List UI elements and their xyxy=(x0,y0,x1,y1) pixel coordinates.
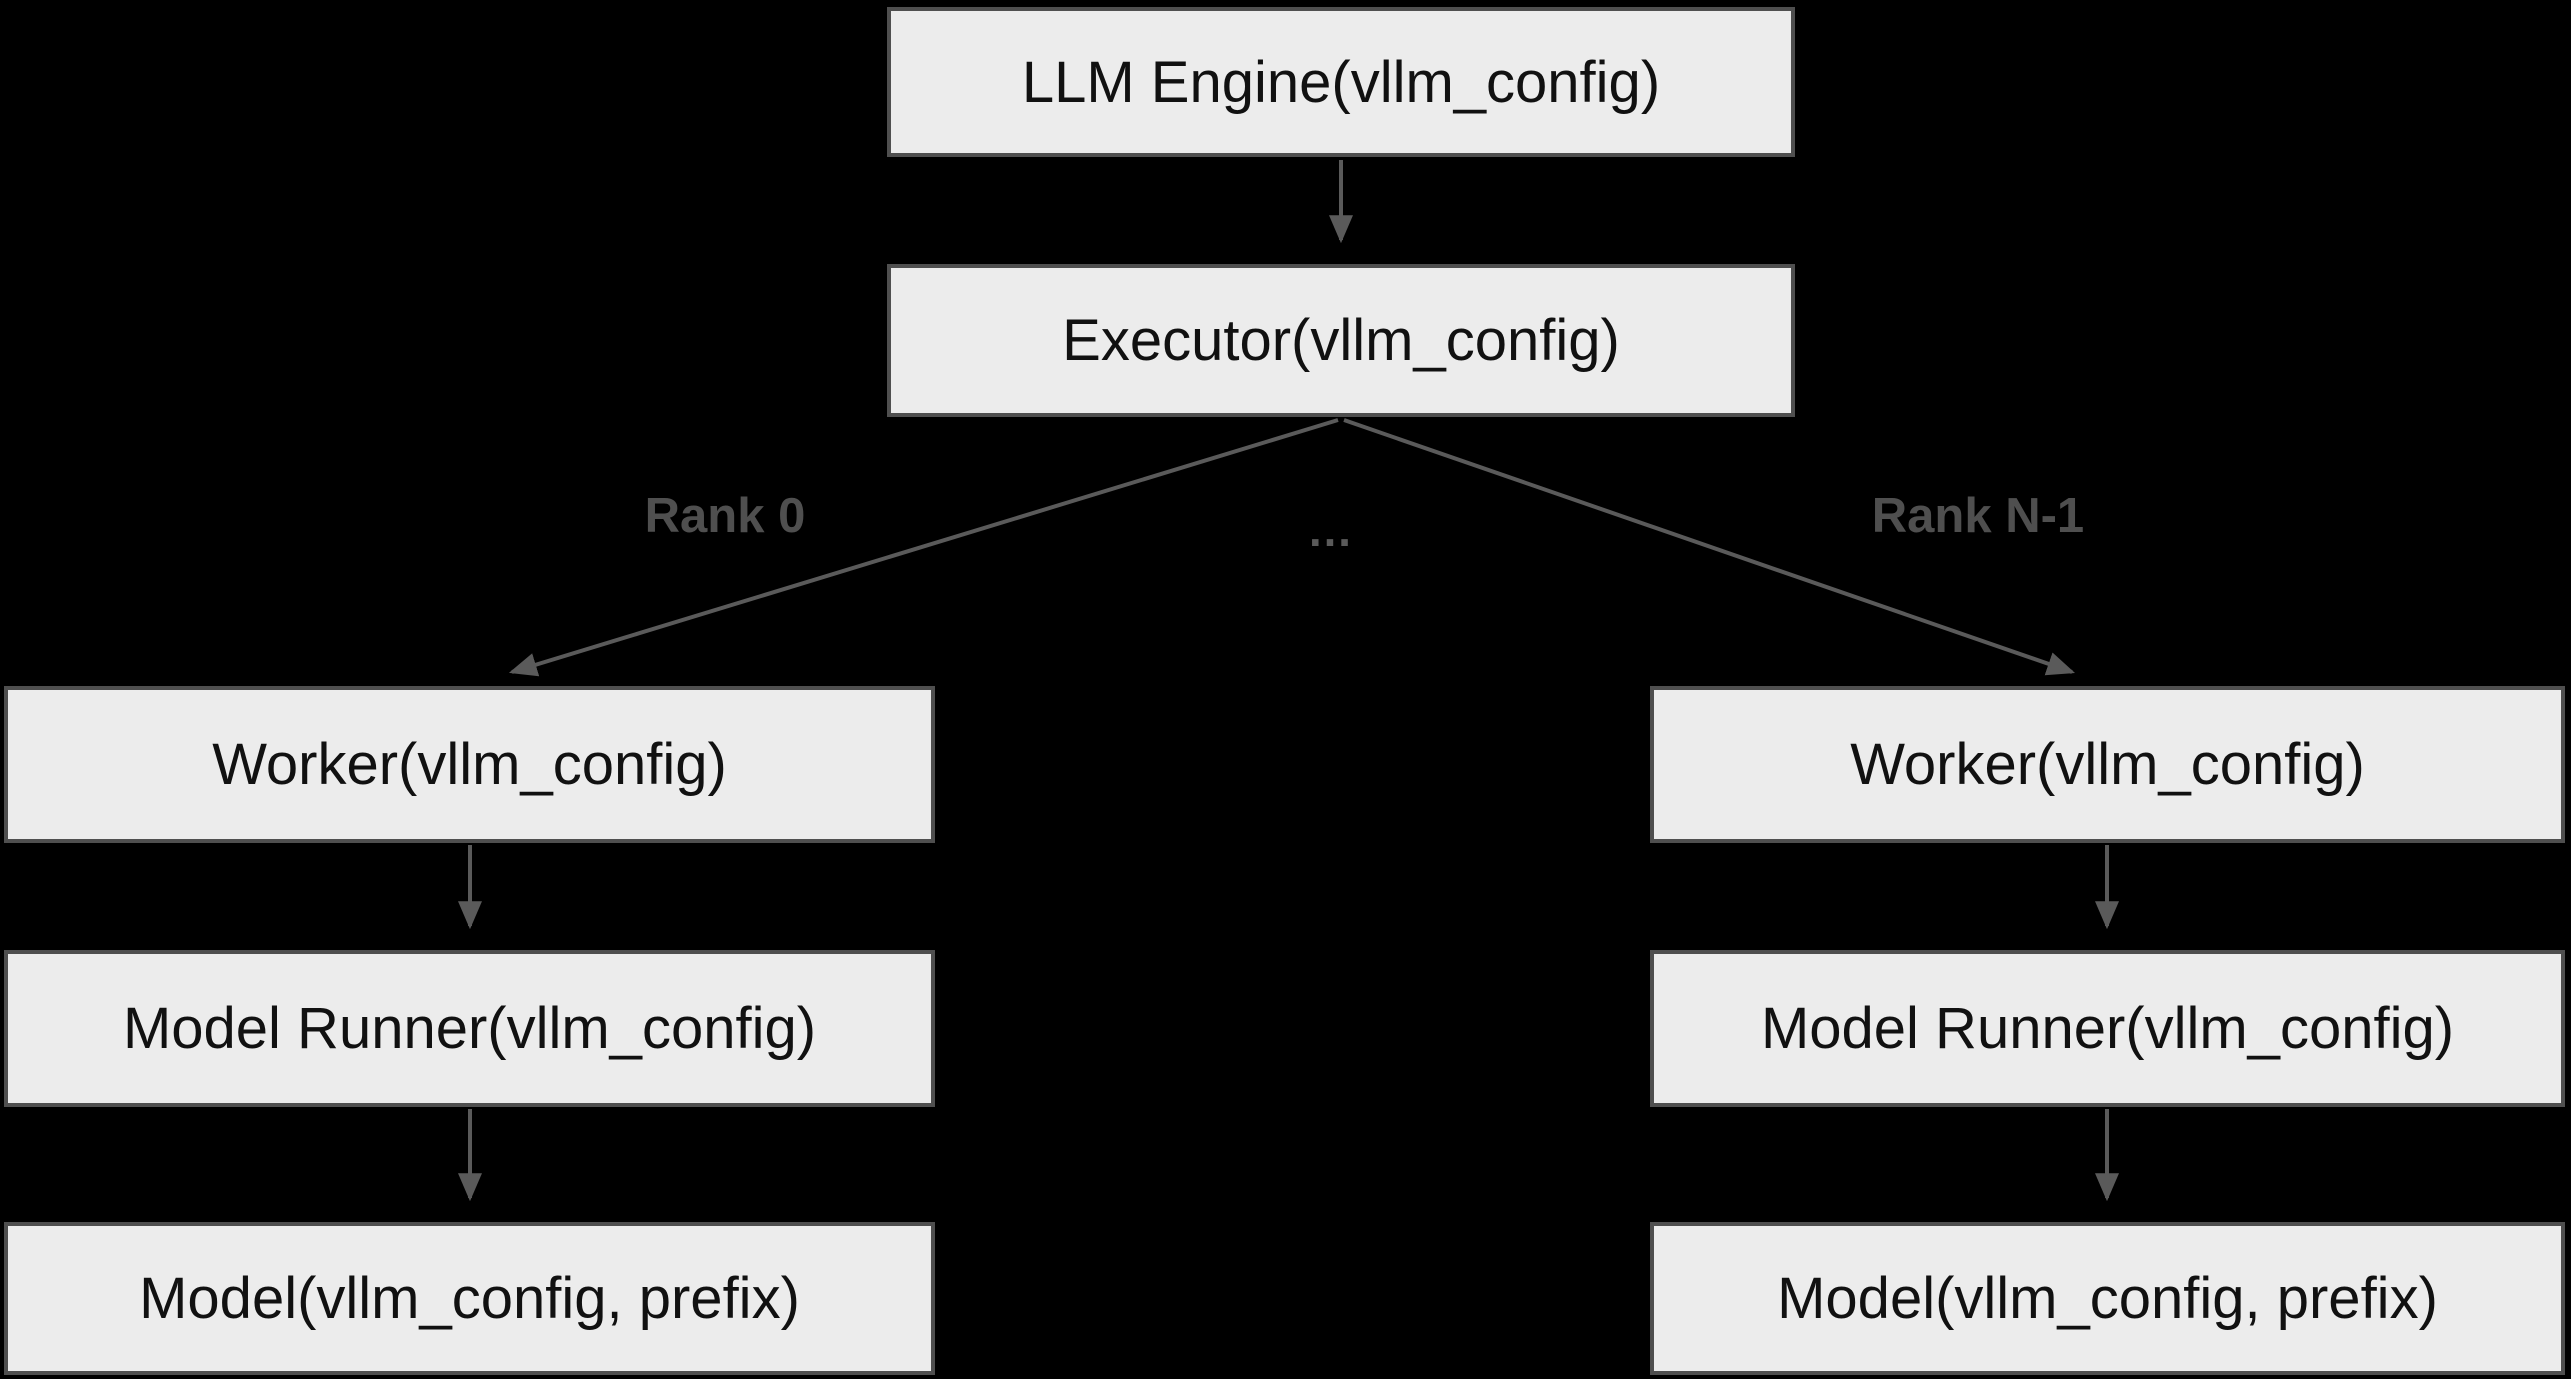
edge-label-rank-0: Rank 0 xyxy=(644,489,806,543)
node-model-runner-right: Model Runner(vllm_config) xyxy=(1650,950,2565,1107)
edge-label-ellipsis: … xyxy=(1307,504,1353,556)
node-worker-right: Worker(vllm_config) xyxy=(1650,686,2565,843)
edge-executor-to-worker-left-arrow xyxy=(508,418,1339,677)
node-executor: Executor(vllm_config) xyxy=(887,264,1795,417)
node-model-left: Model(vllm_config, prefix) xyxy=(4,1222,935,1375)
edge-executor-to-worker-right-arrow xyxy=(1343,418,2076,676)
node-model-runner-left: Model Runner(vllm_config) xyxy=(4,950,935,1107)
node-worker-left: Worker(vllm_config) xyxy=(4,686,935,843)
edge-label-rank-n-1: Rank N-1 xyxy=(1871,489,2085,543)
node-llm-engine: LLM Engine(vllm_config) xyxy=(887,7,1795,157)
node-model-right: Model(vllm_config, prefix) xyxy=(1650,1222,2565,1375)
